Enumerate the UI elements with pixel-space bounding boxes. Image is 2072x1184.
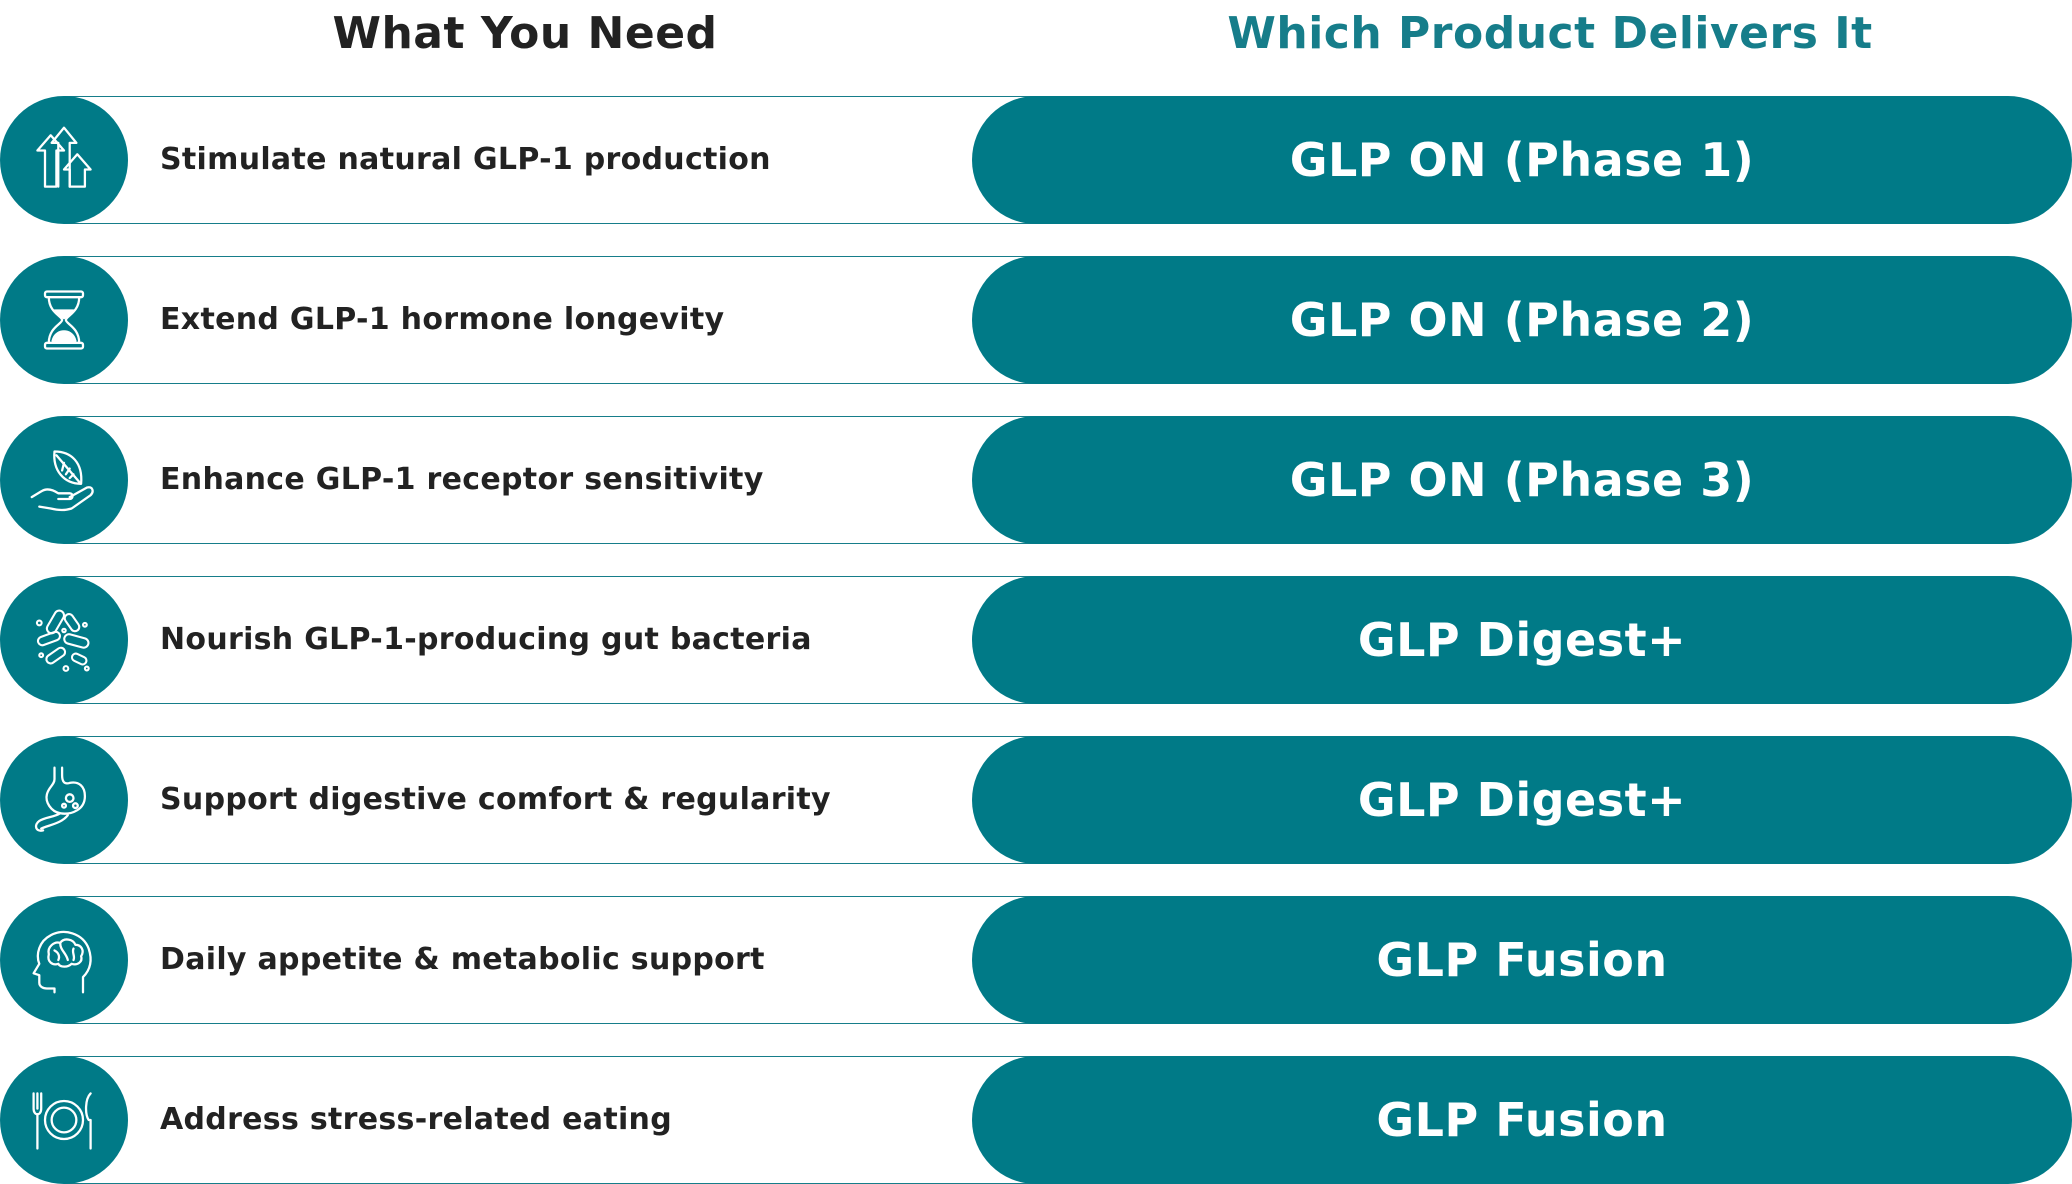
table-row: Daily appetite & metabolic support GLP F…: [0, 896, 2072, 1024]
product-column-heading: Which Product Delivers It: [1227, 8, 1873, 59]
rising-arrows-icon: [0, 96, 128, 224]
need-bar: [64, 256, 1064, 384]
head-brain-icon: [0, 896, 128, 1024]
need-label: Enhance GLP-1 receptor sensitivity: [160, 462, 764, 497]
hourglass-icon: [0, 256, 128, 384]
product-pill: GLP Fusion: [972, 1056, 2072, 1184]
need-label: Extend GLP-1 hormone longevity: [160, 302, 725, 337]
product-pill: GLP Fusion: [972, 896, 2072, 1024]
table-row: Enhance GLP-1 receptor sensitivity GLP O…: [0, 416, 2072, 544]
table-row: Nourish GLP-1-producing gut bacteria GLP…: [0, 576, 2072, 704]
gut-bacteria-icon: [0, 576, 128, 704]
need-bar: [64, 576, 1064, 704]
need-bar: [64, 96, 1064, 224]
table-row: Stimulate natural GLP-1 production GLP O…: [0, 96, 2072, 224]
need-label: Daily appetite & metabolic support: [160, 942, 765, 977]
product-pill: GLP Digest+: [972, 576, 2072, 704]
need-column-heading: What You Need: [332, 8, 718, 59]
product-pill: GLP Digest+: [972, 736, 2072, 864]
table-row: Address stress-related eating GLP Fusion: [0, 1056, 2072, 1184]
need-label: Stimulate natural GLP-1 production: [160, 142, 771, 177]
need-bar: [64, 736, 1064, 864]
hand-leaf-icon: [0, 416, 128, 544]
plate-utensils-icon: [0, 1056, 128, 1184]
need-bar: [64, 896, 1064, 1024]
need-label: Support digestive comfort & regularity: [160, 782, 831, 817]
need-label: Address stress-related eating: [160, 1102, 672, 1137]
product-pill: GLP ON (Phase 1): [972, 96, 2072, 224]
product-pill: GLP ON (Phase 3): [972, 416, 2072, 544]
need-bar: [64, 416, 1064, 544]
table-row: Extend GLP-1 hormone longevity GLP ON (P…: [0, 256, 2072, 384]
need-label: Nourish GLP-1-producing gut bacteria: [160, 622, 812, 657]
table-row: Support digestive comfort & regularity G…: [0, 736, 2072, 864]
stomach-icon: [0, 736, 128, 864]
product-pill: GLP ON (Phase 2): [972, 256, 2072, 384]
need-bar: [64, 1056, 1064, 1184]
